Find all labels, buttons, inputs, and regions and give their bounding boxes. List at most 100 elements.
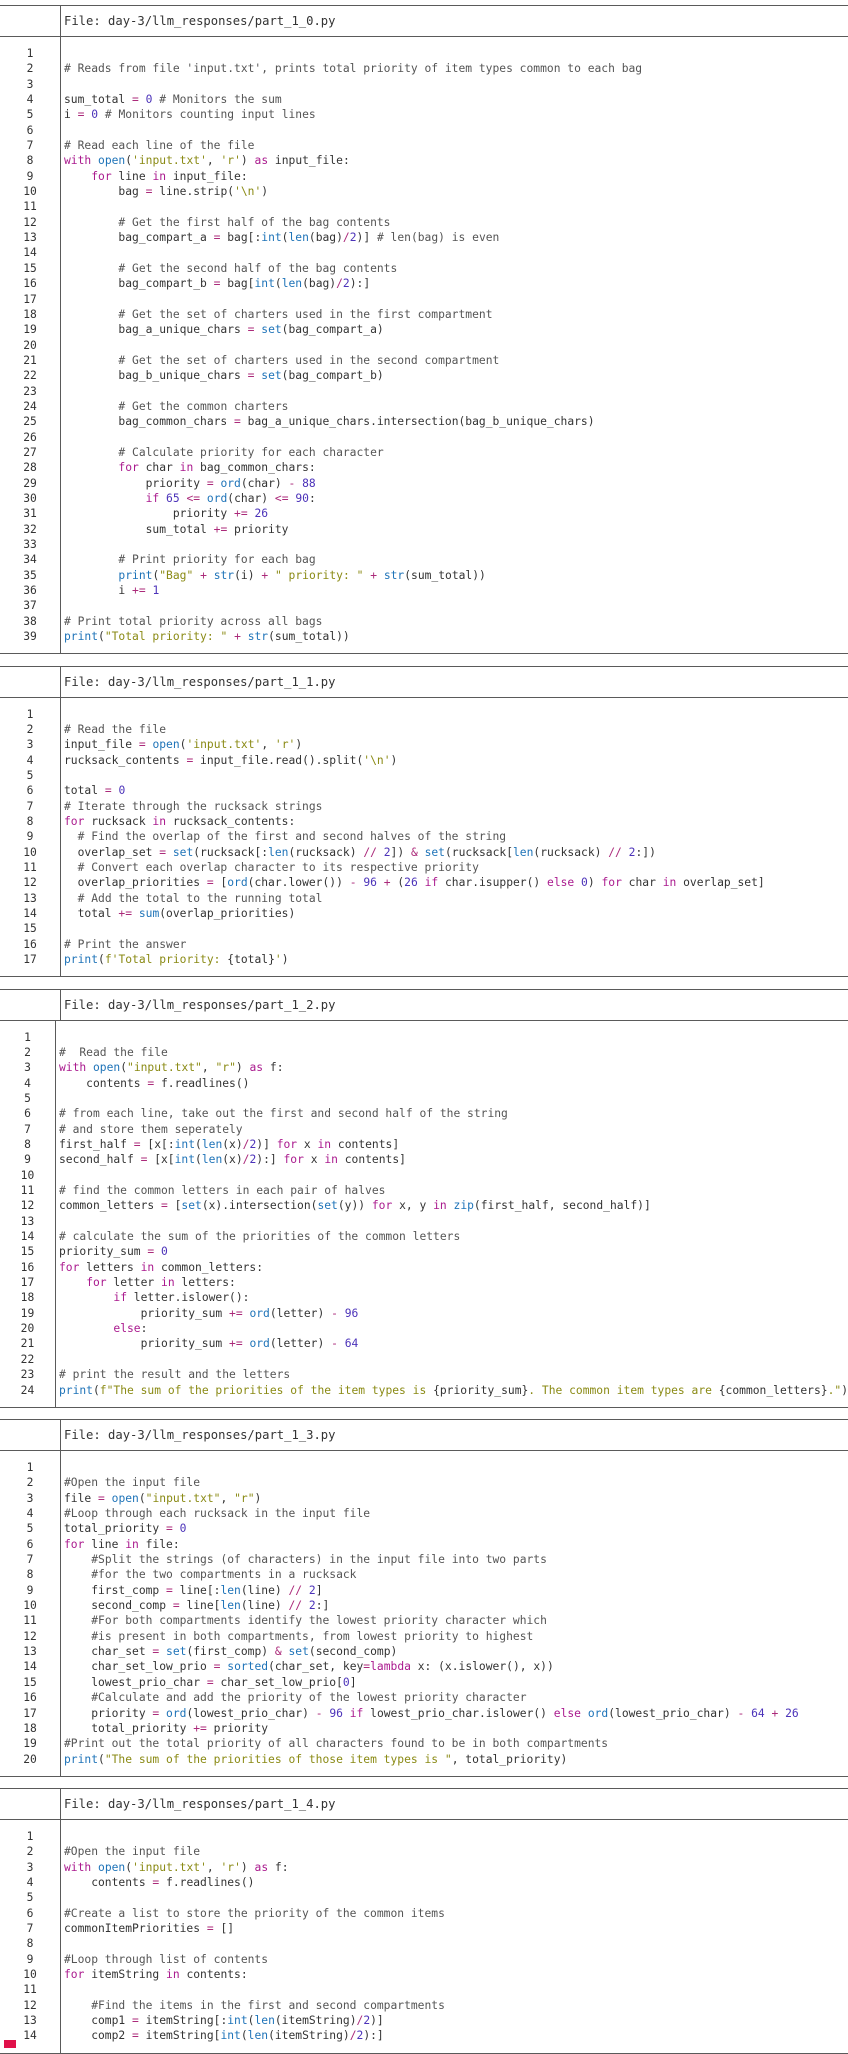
file-name: File: day-3/llm_responses/part_1_1.py bbox=[64, 674, 336, 689]
code-line bbox=[64, 1982, 445, 1997]
code-line: bag_b_unique_chars = set(bag_compart_b) bbox=[64, 369, 384, 383]
line-number: 24 bbox=[23, 399, 37, 413]
line-number: 23 bbox=[20, 1368, 35, 1382]
code-line: for line in file: bbox=[64, 1537, 180, 1551]
line-number: 10 bbox=[20, 1168, 35, 1182]
line-number: 10 bbox=[23, 1968, 37, 1982]
code-line bbox=[64, 77, 642, 92]
line-number: 8 bbox=[24, 1138, 31, 1151]
header-gutter bbox=[0, 6, 61, 36]
line-number: 9 bbox=[26, 1952, 34, 1966]
line-number: 1 bbox=[26, 1830, 34, 1843]
header-gutter bbox=[0, 1420, 61, 1450]
line-number: 12 bbox=[23, 1629, 37, 1643]
code-line: # Get the set of charters used in the fi… bbox=[118, 307, 493, 321]
line-number: 30 bbox=[23, 491, 37, 505]
line-number: 12 bbox=[23, 876, 37, 890]
line-number: 21 bbox=[20, 1337, 35, 1351]
line-number: 16 bbox=[23, 277, 37, 291]
line-number: 6 bbox=[24, 1107, 31, 1121]
line-number: 7 bbox=[26, 139, 34, 153]
code-line: for char in bag_common_chars: bbox=[118, 461, 316, 475]
code-line: bag_compart_b = bag[int(len(bag)/2):] bbox=[64, 277, 371, 291]
code-line: total = 0 bbox=[64, 784, 126, 798]
line-number: 6 bbox=[26, 784, 34, 798]
line-number: 15 bbox=[23, 261, 37, 275]
line-number: 11 bbox=[23, 861, 37, 875]
line-number: 2 bbox=[26, 1845, 34, 1859]
line-number: 5 bbox=[24, 1091, 31, 1105]
code-line: # Read the file bbox=[58, 1045, 168, 1059]
line-number: 10 bbox=[23, 1599, 37, 1613]
code-line: #Loop through list of contents bbox=[64, 1952, 269, 1966]
code-line: overlap_priorities = [ord(char.lower()) … bbox=[64, 876, 765, 890]
line-number: 17 bbox=[20, 1276, 35, 1290]
code-line: # calculate the sum of the priorities of… bbox=[58, 1230, 461, 1244]
file-name: File: day-3/llm_responses/part_1_2.py bbox=[64, 997, 336, 1012]
code-line bbox=[64, 921, 765, 936]
line-number: 2 bbox=[26, 62, 34, 76]
code-line: # Print the answer bbox=[64, 937, 187, 951]
code-line bbox=[64, 384, 642, 399]
code-line bbox=[64, 199, 642, 214]
code-line: comp2 = itemString[int(len(itemString)/2… bbox=[64, 2029, 384, 2043]
line-number: 8 bbox=[26, 1937, 34, 1951]
line-number: 1 bbox=[24, 1030, 31, 1044]
code-line: lowest_prio_char = char_set_low_prio[0] bbox=[64, 1675, 357, 1689]
code-line: #Split the strings (of characters) in th… bbox=[91, 1553, 547, 1567]
code-line: #for the two compartments in a rucksack bbox=[91, 1568, 357, 1582]
code-line: sum_total += priority bbox=[64, 522, 289, 536]
line-number: 16 bbox=[20, 1260, 35, 1274]
code-line: total_priority += priority bbox=[64, 1721, 269, 1735]
code-line: bag = line.strip('\n') bbox=[64, 185, 269, 199]
line-number: 1 bbox=[26, 1461, 34, 1474]
code-line: char_set_low_prio = sorted(char_set, key… bbox=[64, 1660, 554, 1674]
code-line: # Get the set of charters used in the se… bbox=[118, 353, 500, 367]
code-line bbox=[64, 1460, 799, 1475]
line-number: 38 bbox=[23, 614, 37, 628]
line-number: 12 bbox=[20, 1199, 35, 1213]
code-line: #is present in both compartments, from l… bbox=[91, 1629, 534, 1643]
line-number: 9 bbox=[24, 1153, 31, 1167]
line-number: 6 bbox=[26, 123, 34, 137]
line-number: 15 bbox=[20, 1245, 35, 1259]
code-line: # Add the total to the running total bbox=[77, 891, 323, 905]
line-number: 6 bbox=[26, 1537, 34, 1551]
line-number: 18 bbox=[23, 307, 37, 321]
line-number: 8 bbox=[26, 815, 34, 829]
line-number: 5 bbox=[26, 108, 34, 122]
line-number: 13 bbox=[20, 1214, 35, 1228]
line-number: 13 bbox=[23, 2014, 37, 2028]
file-header: File: day-3/llm_responses/part_1_2.py bbox=[0, 989, 848, 1021]
line-number: 5 bbox=[26, 1522, 34, 1536]
line-number: 17 bbox=[23, 292, 37, 306]
code-line: # Read each line of the file bbox=[64, 139, 255, 153]
line-number: 23 bbox=[23, 384, 37, 398]
line-number: 16 bbox=[23, 1691, 37, 1705]
line-number: 1 bbox=[26, 47, 34, 60]
code-line: overlap_set = set(rucksack[:len(rucksack… bbox=[64, 845, 656, 859]
code-line: i += 1 bbox=[64, 584, 160, 598]
code-line: print("Total priority: " + str(sum_total… bbox=[64, 630, 350, 644]
code-line: for letter in letters: bbox=[86, 1276, 236, 1290]
text-cursor bbox=[4, 2040, 16, 2048]
code-line: # Reads from file 'input.txt', prints to… bbox=[64, 62, 643, 76]
file-name: File: day-3/llm_responses/part_1_4.py bbox=[64, 1797, 336, 1811]
code-line: # Iterate through the rucksack strings bbox=[64, 799, 323, 813]
line-number: 18 bbox=[23, 1721, 37, 1735]
code-line: # Get the first half of the bag contents bbox=[118, 215, 391, 229]
code-line: for itemString in contents: bbox=[64, 1968, 248, 1982]
code-line: #Find the items in the first and second … bbox=[91, 1998, 445, 2012]
line-number: 36 bbox=[23, 584, 37, 598]
code-line: second_comp = line[len(line) // 2:] bbox=[64, 1599, 330, 1613]
code-line bbox=[64, 537, 642, 552]
line-number: 21 bbox=[23, 353, 37, 367]
line-number: 1 bbox=[26, 707, 34, 721]
line-number: 19 bbox=[23, 323, 37, 337]
